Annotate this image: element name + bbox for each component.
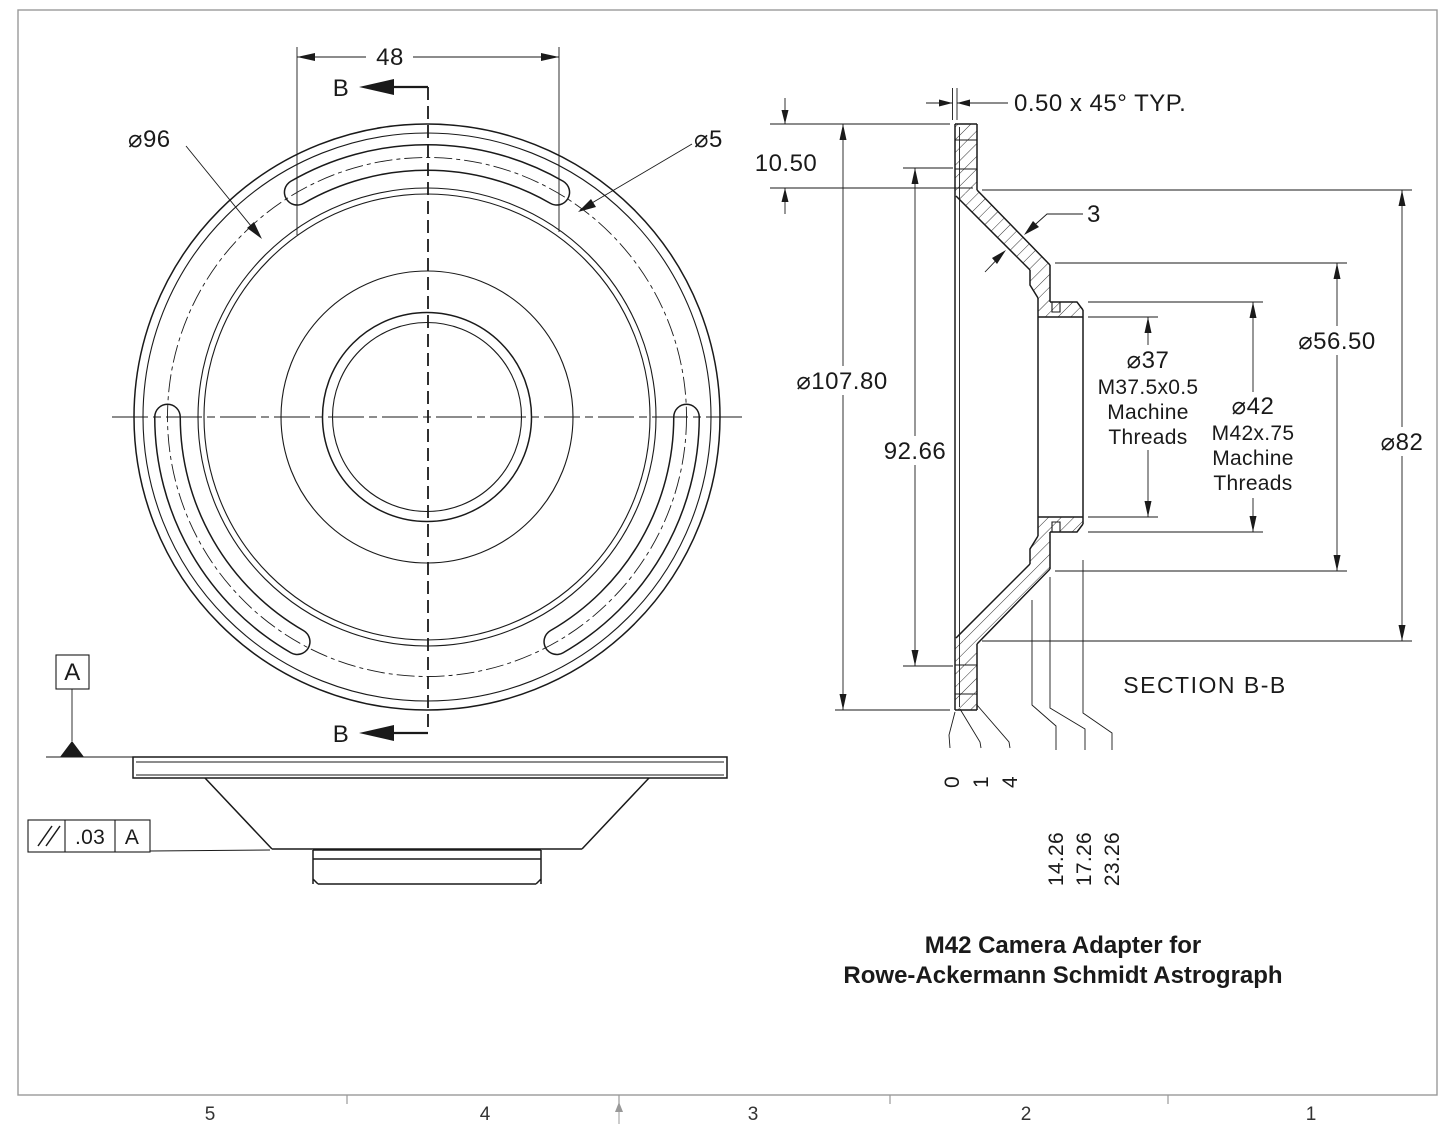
- dia-82-text: ⌀82: [1381, 429, 1424, 456]
- wall-3-text: 3: [1087, 201, 1101, 228]
- section-profile: [954, 123, 1084, 711]
- hatch-flange-top: [955, 124, 977, 196]
- ordinate-0: 0: [941, 776, 964, 788]
- dia-37-text: ⌀37: [1127, 347, 1170, 374]
- dia-5-text: ⌀5: [694, 126, 723, 153]
- zone-label-2: 2: [1021, 1104, 1032, 1125]
- dim-92-66-text: 92.66: [884, 438, 947, 465]
- section-label-bottom: B: [333, 721, 350, 748]
- label-dia-96: ⌀96: [128, 126, 262, 239]
- thread-m37-word2: Threads: [1108, 426, 1187, 449]
- dia-107-80-text: ⌀107.80: [796, 368, 887, 395]
- section-arrowhead-top-icon: [359, 79, 394, 95]
- datum-a: A: [46, 654, 133, 758]
- dim-dia-107-80: ⌀107.80: [792, 124, 950, 711]
- hatch-flange-bottom: [955, 638, 977, 710]
- dim-wall-3: 3: [984, 201, 1101, 273]
- zone-label-4: 4: [480, 1104, 491, 1125]
- section-arrowhead-bottom-icon: [359, 725, 394, 741]
- feature-control-frame: .03 A: [27, 819, 271, 853]
- section-arrow-top: B: [333, 75, 428, 102]
- thread-m42-text: M42x.75: [1212, 422, 1295, 445]
- ordinate-1: 1: [970, 776, 993, 788]
- dim-10-50: 10.50: [755, 98, 973, 214]
- thread-m42-word2: Threads: [1213, 472, 1292, 495]
- dim-48-text: 48: [376, 44, 404, 71]
- dim-48: 48: [296, 43, 560, 235]
- fcf-datum-ref: A: [125, 826, 139, 849]
- dim-chamfer: 0.50 x 45° TYP.: [926, 88, 1186, 120]
- dim-10-50-text: 10.50: [755, 150, 818, 177]
- thread-m42-word1: Machine: [1212, 447, 1293, 470]
- ordinate-dimensions: 0 1 4 14.26 17.26 23.26: [941, 560, 1124, 886]
- zone-label-5: 5: [205, 1104, 216, 1125]
- dim-dia-56-50: ⌀56.50: [1055, 262, 1382, 572]
- front-view: B B 48 ⌀96 ⌀5: [112, 43, 742, 748]
- ordinate-17-26: 17.26: [1073, 832, 1096, 886]
- datum-triangle-icon: [60, 741, 84, 757]
- zone-label-1: 1: [1306, 1104, 1317, 1125]
- dim-dia-82: ⌀82: [982, 189, 1431, 642]
- datum-a-label: A: [64, 659, 81, 686]
- dim-92-66: 92.66: [883, 167, 953, 667]
- title-line2: Rowe-Ackermann Schmidt Astrograph: [843, 962, 1282, 989]
- ordinate-4: 4: [999, 776, 1022, 788]
- side-view: A .03 A: [27, 654, 728, 885]
- section-label-top: B: [333, 75, 350, 102]
- hatch-cone-top: [956, 190, 1083, 317]
- section-title: SECTION B-B: [1123, 672, 1286, 698]
- hatch-cone-bottom: [956, 517, 1083, 644]
- dia-96-text: ⌀96: [128, 126, 171, 153]
- fcf-tolerance: .03: [75, 826, 105, 849]
- section-view: 0.50 x 45° TYP. 10.50 ⌀107.80: [755, 88, 1431, 886]
- dim-dia-42: ⌀42 M42x.75 Machine Threads: [1088, 301, 1304, 533]
- dia-56-50-text: ⌀56.50: [1298, 328, 1376, 355]
- sheet-border: 5 4 3 2 1: [17, 9, 1438, 1125]
- dim-dia-37: ⌀37 M37.5x0.5 Machine Threads: [1088, 316, 1204, 518]
- label-dia-5: ⌀5: [578, 126, 723, 212]
- zone-label-3: 3: [748, 1104, 759, 1125]
- bevel-circle: [203, 193, 651, 641]
- title-line1: M42 Camera Adapter for: [925, 932, 1202, 959]
- ordinate-14-26: 14.26: [1045, 832, 1068, 886]
- thread-m37-word1: Machine: [1107, 401, 1188, 424]
- title-block: M42 Camera Adapter for Rowe-Ackermann Sc…: [843, 932, 1282, 989]
- sheet-center-arrow-icon: [615, 1102, 623, 1112]
- section-arrow-bottom: B: [333, 721, 428, 748]
- dia-42-text: ⌀42: [1232, 393, 1275, 420]
- parallelism-symbol-icon: [37, 825, 61, 847]
- chamfer-note-text: 0.50 x 45° TYP.: [1014, 90, 1186, 117]
- arc-slots: [154, 144, 700, 656]
- ordinate-23-26: 23.26: [1101, 832, 1124, 886]
- thread-m37-text: M37.5x0.5: [1098, 376, 1199, 399]
